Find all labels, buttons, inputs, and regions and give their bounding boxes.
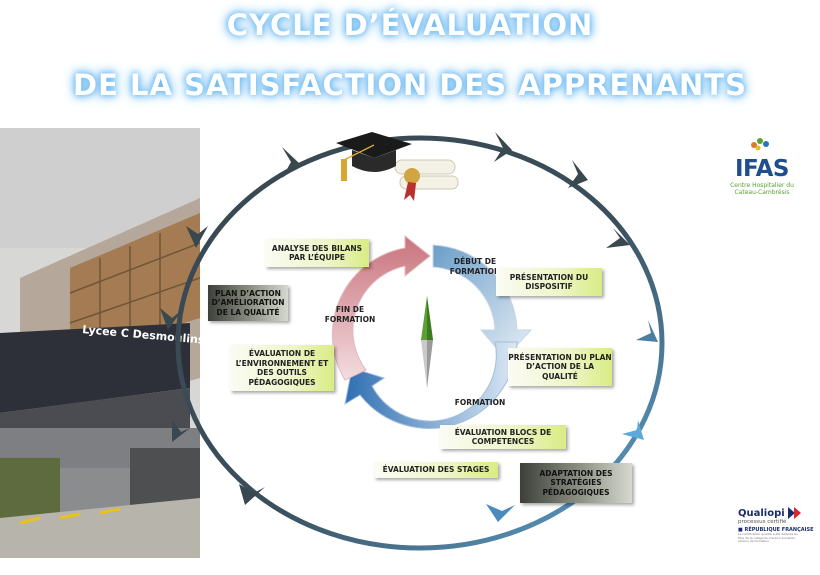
step-evaluation-environnement: ÉVALUATION DE L’ENVIRONNEMENT ET DES OUT… <box>230 345 334 391</box>
step-evaluation-blocs: ÉVALUATION BLOCS DE COMPETENCES <box>440 425 566 449</box>
page-title-line1: CYCLE D’ÉVALUATION <box>226 8 594 42</box>
republique-francaise: ■ RÉPUBLIQUE FRANÇAISE <box>738 527 814 533</box>
page-title-line2: DE LA SATISFACTION DES APPRENANTS <box>73 68 747 102</box>
step-presentation-dispositif: PRÉSENTATION DU DISPOSITIF <box>496 268 602 296</box>
ifas-name: IFAS <box>735 156 790 182</box>
step-analyse-bilans: ANALYSE DES BILANS PAR L’ÉQUIPE <box>265 239 369 267</box>
inner-arc-formation <box>344 341 518 429</box>
arrow-top-left <box>282 147 300 178</box>
label-formation: FORMATION <box>454 398 506 407</box>
label-fin-formation: FIN DE FORMATION <box>324 305 376 324</box>
label-debut-formation: DÉBUT DE FORMATION <box>449 257 501 276</box>
arrow-bottom-right <box>486 504 515 522</box>
ifas-subtitle-2: Cateau-Cambrésis <box>734 189 790 196</box>
qualiopi-fine-1: La certification qualité a été délivrée … <box>738 532 798 536</box>
qualiopi-fine-2: titre de la catégorie d’action suivante … <box>738 535 797 540</box>
step-evaluation-stages: ÉVALUATION DES STAGES <box>374 462 498 478</box>
arrow-left-lower <box>172 420 190 442</box>
inner-arc-debut <box>432 244 533 359</box>
outer-ring-arrows <box>160 132 658 522</box>
qualiopi-name: Qualiopi <box>738 507 785 519</box>
arrow-bottom-left <box>239 484 265 505</box>
qualiopi-logo: Qualiopi processus certifié ■ RÉPUBLIQUE… <box>738 507 818 544</box>
qualiopi-arrow-icon <box>787 507 801 519</box>
outer-cycle-ring <box>175 135 665 551</box>
ifas-logo: IFAS Centre Hospitalier du Cateau-Cambré… <box>727 135 797 196</box>
arrow-top <box>494 132 512 162</box>
ifas-subtitle-1: Centre Hospitalier du <box>730 182 794 189</box>
arrow-left <box>160 308 182 330</box>
qualiopi-fine-3: actions de formation <box>738 539 770 543</box>
compass-needle-icon <box>421 296 433 388</box>
arrow-right <box>636 320 658 342</box>
step-adaptation-strategies: ADAPTATION DES STRATÉGIES PÉDAGOGIQUES <box>520 463 632 503</box>
qualiopi-subtitle: processus certifié <box>738 519 787 525</box>
arrow-top-right <box>568 160 588 188</box>
inner-arc-fin <box>331 234 431 381</box>
inner-cycle <box>331 234 533 429</box>
arrow-left-upper <box>186 226 208 248</box>
arrow-right-lower <box>622 420 644 440</box>
step-plan-amelioration: PLAN D’ACTION D’AMÉLIORATION DE LA QUALI… <box>208 285 288 321</box>
ifas-leaves-icon <box>751 138 769 151</box>
step-presentation-plan: PRÉSENTATION DU PLAN D’ACTION DE LA QUAL… <box>508 348 612 386</box>
building-photo: Lycee C Desmoulins <box>0 128 200 558</box>
graduation-cap-icon <box>336 132 459 201</box>
arrow-right-upper <box>606 228 630 248</box>
